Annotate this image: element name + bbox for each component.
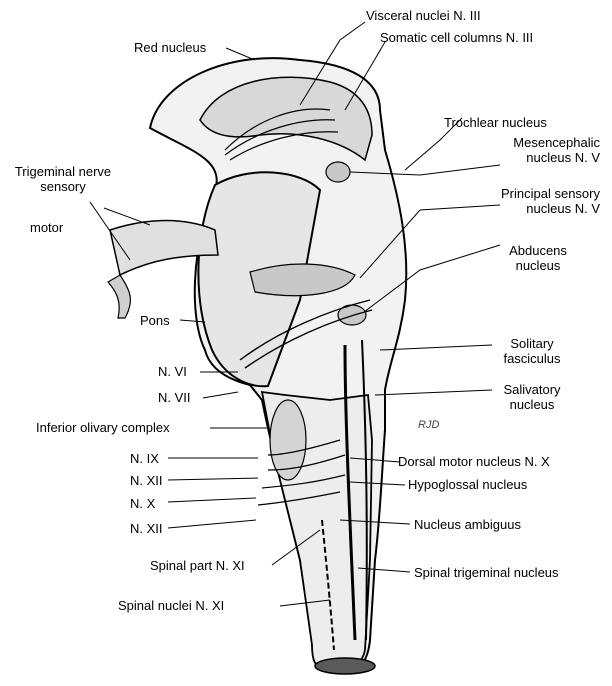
label-abducens-nucleus: Abducens nucleus [488, 243, 588, 273]
label-inferior-olivary-complex: Inferior olivary complex [36, 420, 170, 435]
label-n-xii-lower: N. XII [130, 521, 163, 536]
label-principal-line2: nucleus N. V [460, 201, 600, 216]
label-principal-line1: Principal sensory [460, 186, 600, 201]
label-nucleus-ambiguus: Nucleus ambiguus [414, 517, 521, 532]
label-solitary-fasciculus: Solitary fasciculus [488, 336, 576, 366]
label-spinal-part-n-xi: Spinal part N. XI [150, 558, 245, 573]
label-trigeminal-line2: sensory [4, 179, 122, 194]
label-abducens-line1: Abducens [488, 243, 588, 258]
label-n-x: N. X [130, 496, 155, 511]
label-salivatory-line2: nucleus [488, 397, 576, 412]
trigeminal-motor-root [108, 275, 130, 318]
label-trigeminal-line1: Trigeminal nerve [4, 164, 122, 179]
label-red-nucleus: Red nucleus [134, 40, 206, 55]
label-dorsal-motor-nucleus: Dorsal motor nucleus N. X [398, 454, 550, 469]
label-spinal-trigeminal-nucleus: Spinal trigeminal nucleus [414, 565, 559, 580]
label-trochlear-nucleus: Trochlear nucleus [444, 115, 547, 130]
label-trigeminal-nerve-sensory: Trigeminal nerve sensory [4, 164, 122, 194]
label-somatic-cell-columns-n-iii: Somatic cell columns N. III [380, 30, 533, 45]
label-n-xii-upper: N. XII [130, 473, 163, 488]
label-mesencephalic-nucleus: Mesencephalic nucleus N. V [452, 135, 600, 165]
label-mesencephalic-line1: Mesencephalic [452, 135, 600, 150]
label-motor: motor [30, 220, 63, 235]
spinal-cord-section [315, 658, 375, 674]
mesencephalic-nucleus [326, 162, 350, 182]
label-visceral-nuclei-n-iii: Visceral nuclei N. III [366, 8, 481, 23]
label-abducens-line2: nucleus [488, 258, 588, 273]
label-hypoglossal-nucleus: Hypoglossal nucleus [408, 477, 527, 492]
label-mesencephalic-line2: nucleus N. V [452, 150, 600, 165]
label-n-vii: N. VII [158, 390, 191, 405]
label-solitary-line2: fasciculus [488, 351, 576, 366]
label-principal-sensory-nucleus: Principal sensory nucleus N. V [460, 186, 600, 216]
label-n-vi: N. VI [158, 364, 187, 379]
label-salivatory-nucleus: Salivatory nucleus [488, 382, 576, 412]
artist-signature: RJD [418, 419, 439, 431]
label-solitary-line1: Solitary [488, 336, 576, 351]
label-n-ix: N. IX [130, 451, 159, 466]
label-salivatory-line1: Salivatory [488, 382, 576, 397]
inferior-olive [270, 400, 306, 480]
label-pons: Pons [140, 313, 170, 328]
label-spinal-nuclei-n-xi: Spinal nuclei N. XI [118, 598, 224, 613]
